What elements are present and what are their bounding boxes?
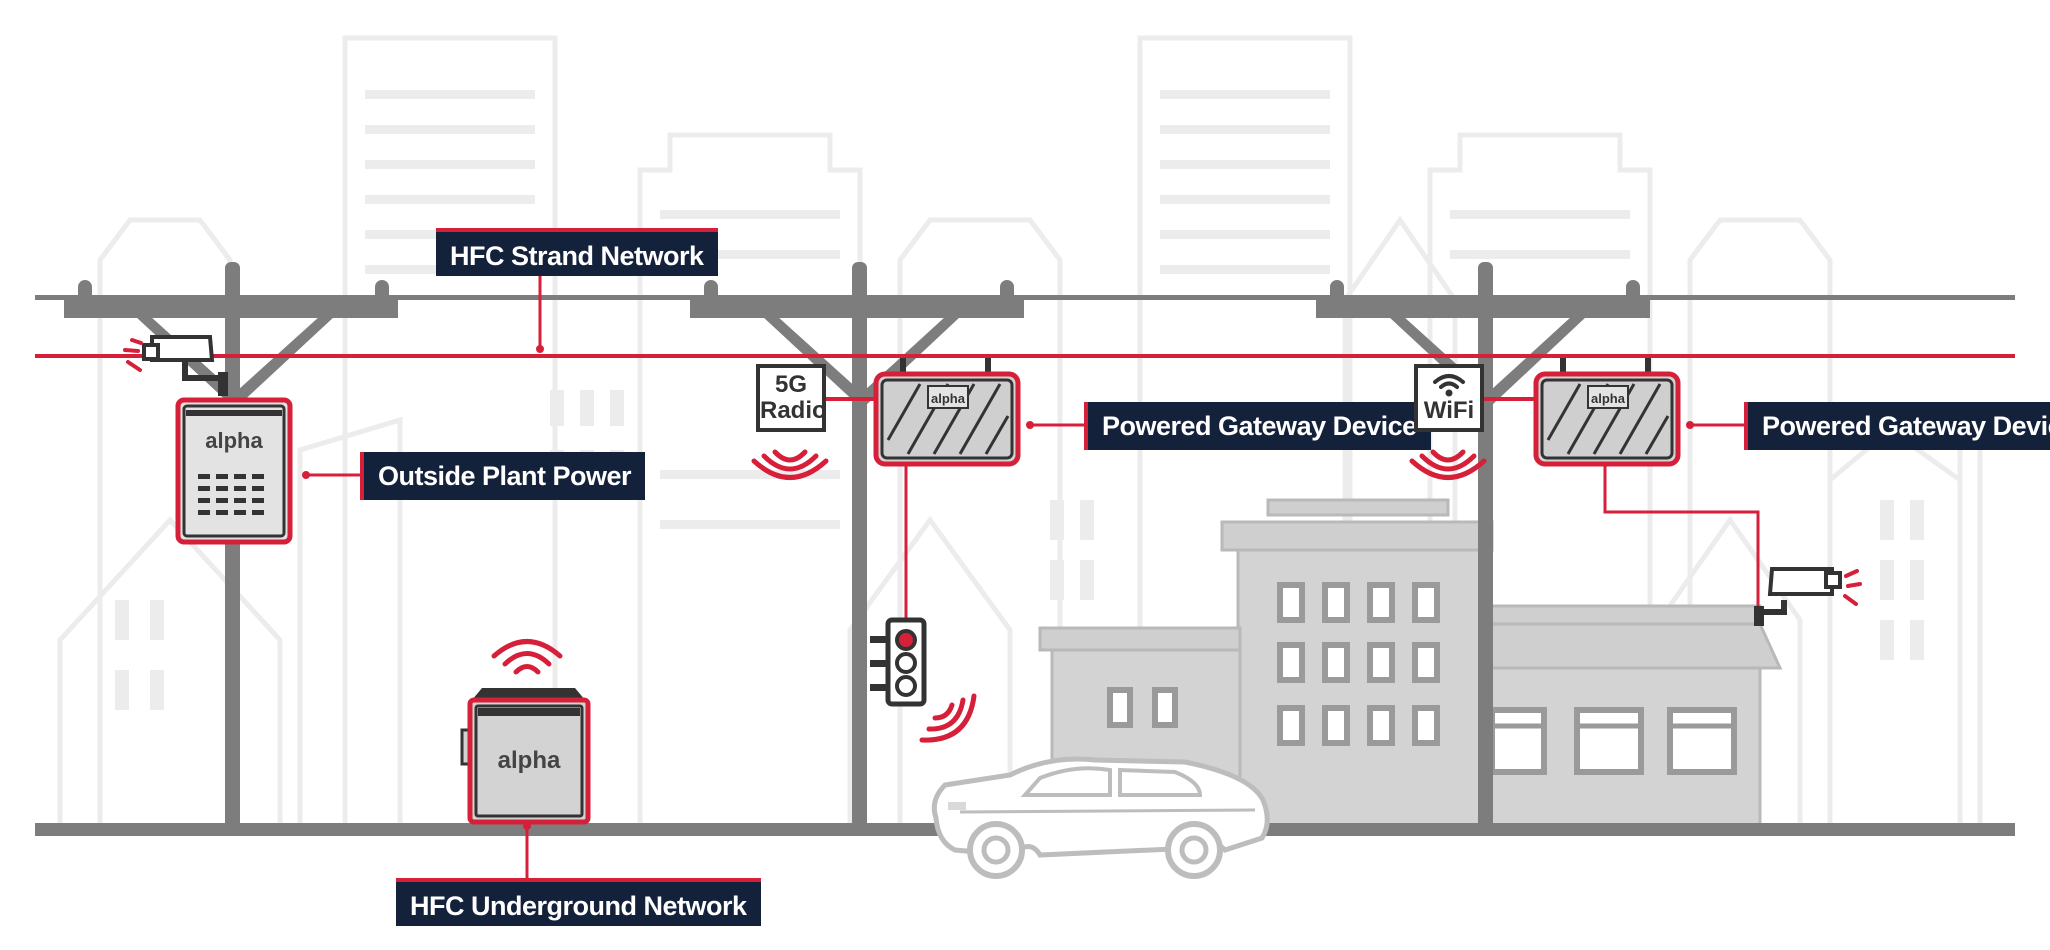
office-building: [1220, 498, 1494, 830]
powered-gateway-device-2: alpha: [1533, 358, 1681, 467]
security-camera-right: [1754, 567, 1862, 626]
underground-pedestal: alpha: [460, 639, 591, 825]
red-connectors: [306, 270, 1760, 880]
utility-pole-2: [690, 262, 1024, 828]
alpha-logo: alpha: [1591, 391, 1626, 406]
car: [931, 756, 1270, 879]
hfc-underground-network-label: HFC Underground Network: [396, 878, 761, 926]
traffic-light: [870, 617, 927, 707]
wifi-signal-icon: [1409, 449, 1487, 480]
powered-gateway-device-label-1: Powered Gateway Device: [1084, 402, 1431, 450]
radio-to-gateway-wire: [824, 397, 1539, 401]
powered-gateway-device-1: alpha: [873, 358, 1021, 467]
5g-radio-badge-line1: 5G: [774, 371, 807, 398]
powered-gateway-device-label-2: Powered Gateway Device: [1744, 402, 2050, 450]
utility-pole-1: [64, 262, 398, 828]
5g-radio-signal-icon: [751, 449, 829, 480]
alpha-logo: alpha: [931, 391, 966, 406]
5g-radio-badge: 5G Radio: [756, 364, 827, 432]
outside-plant-power-label: Outside Plant Power: [360, 452, 646, 500]
alpha-logo: alpha: [498, 747, 561, 774]
wifi-icon: [1433, 374, 1465, 397]
power-lines: [35, 295, 2015, 358]
outside-plant-power-cabinet: alpha: [175, 397, 293, 545]
hfc-strand-network-label: HFC Strand Network: [436, 228, 718, 276]
wifi-badge-label: WiFi: [1423, 397, 1475, 424]
hfc-strand-line: [35, 354, 2015, 358]
storefront-building: [1488, 604, 1783, 830]
5g-radio-badge-line2: Radio: [760, 397, 827, 424]
traffic-light-signal-icon: [919, 693, 977, 743]
alpha-logo: alpha: [205, 428, 263, 453]
security-camera-left: [123, 335, 228, 396]
wifi-badge: WiFi: [1414, 364, 1484, 432]
